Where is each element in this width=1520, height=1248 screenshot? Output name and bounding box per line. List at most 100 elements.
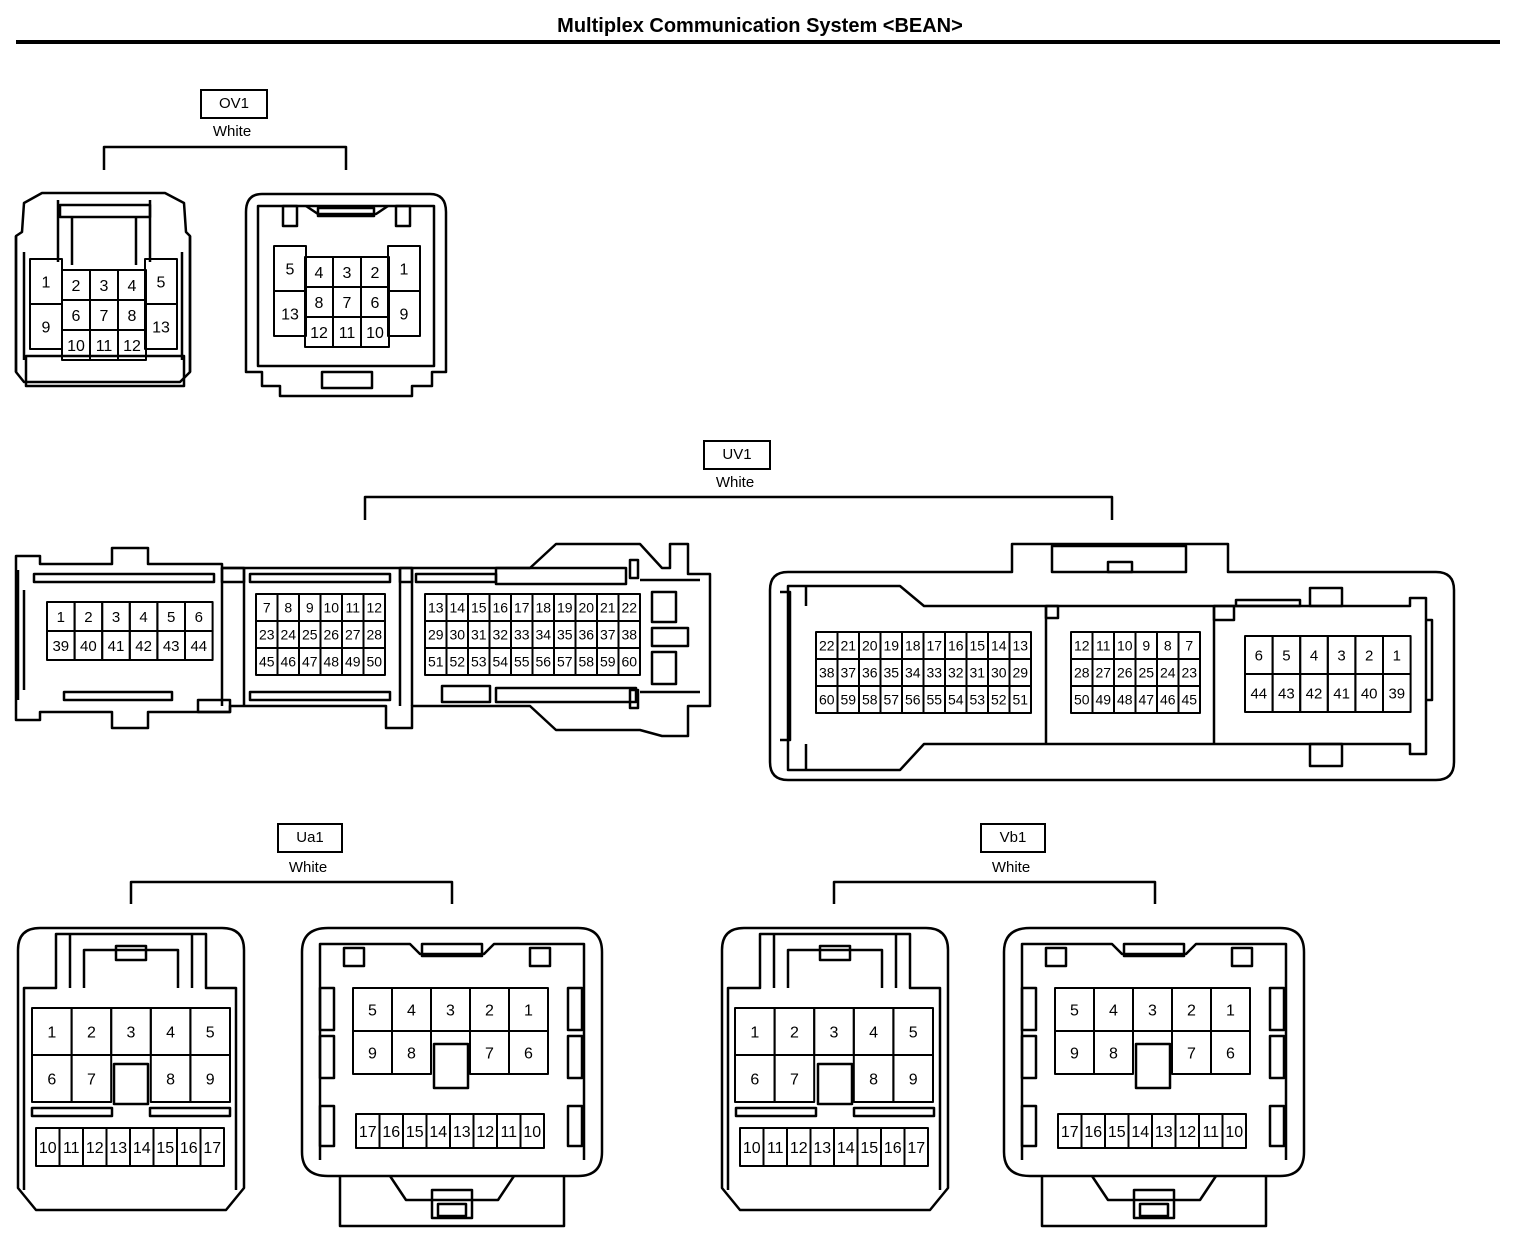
pin-number: 14 — [837, 1140, 855, 1157]
pin-number: 10 — [523, 1124, 541, 1141]
pin-number: 4 — [315, 265, 324, 282]
pin-number: 5 — [206, 1024, 215, 1041]
pin-number: 23 — [259, 627, 275, 643]
pin-number: 2 — [371, 265, 380, 282]
pin-number: 25 — [1138, 665, 1154, 681]
pin-number: 50 — [366, 654, 382, 670]
pin-number: 7 — [790, 1071, 799, 1088]
pin-number: 6 — [750, 1071, 759, 1088]
pin-number: 17 — [514, 600, 530, 616]
pin-number: 37 — [600, 627, 616, 643]
pin-number: 36 — [578, 627, 594, 643]
pin-number: 1 — [1393, 647, 1401, 664]
pin-number: 16 — [492, 600, 508, 616]
pin-number: 22 — [621, 600, 637, 616]
pin-number: 7 — [1185, 638, 1193, 654]
pin-number: 9 — [306, 600, 314, 616]
pin-number: 16 — [1084, 1124, 1102, 1141]
pin-number: 7 — [263, 600, 271, 616]
pin-number: 17 — [926, 638, 942, 654]
pin-number: 9 — [368, 1045, 377, 1062]
pin-number: 16 — [884, 1140, 902, 1157]
pin-number: 4 — [1310, 647, 1318, 664]
pin-number: 7 — [87, 1071, 96, 1088]
pin-number: 12 — [1178, 1124, 1196, 1141]
ua1-color-label: White — [288, 859, 328, 876]
pin-number: 11 — [767, 1140, 784, 1157]
pin-number: 41 — [108, 638, 125, 655]
ua1-right-key — [432, 1042, 470, 1090]
pin-number: 17 — [1061, 1124, 1079, 1141]
pin-cell — [1221, 1113, 1247, 1149]
ov1-left-side-right-pins: 513 — [144, 258, 178, 350]
pin-number: 50 — [1074, 692, 1090, 708]
pin-cell — [184, 630, 214, 661]
pin-number: 6 — [195, 609, 203, 626]
pin-number: 20 — [862, 638, 878, 654]
pin-number: 43 — [163, 638, 180, 655]
pin-number: 12 — [476, 1124, 494, 1141]
pin-number: 44 — [1250, 685, 1267, 702]
pin-number: 10 — [743, 1140, 761, 1157]
vb1-code-label: Vb1 — [980, 823, 1046, 853]
pin-number: 13 — [281, 306, 299, 323]
pin-number: 1 — [57, 609, 65, 626]
pin-number: 12 — [790, 1140, 808, 1157]
pin-number: 7 — [1187, 1045, 1196, 1062]
uv1-bracket — [363, 495, 1114, 520]
pin-number: 39 — [1388, 685, 1405, 702]
pin-number: 9 — [1142, 638, 1150, 654]
pin-number: 4 — [166, 1024, 175, 1041]
pin-number: 3 — [343, 265, 352, 282]
pin-number: 58 — [578, 654, 594, 670]
pin-number: 28 — [1074, 665, 1090, 681]
pin-number: 10 — [366, 325, 384, 342]
pin-number: 27 — [345, 627, 361, 643]
pin-cell — [362, 647, 386, 676]
pin-number: 56 — [535, 654, 551, 670]
pin-cell — [903, 1127, 929, 1167]
pin-number: 8 — [128, 308, 137, 325]
pin-number: 13 — [453, 1124, 471, 1141]
pin-number: 17 — [203, 1140, 221, 1157]
pin-number: 8 — [407, 1045, 416, 1062]
pin-number: 24 — [280, 627, 296, 643]
pin-number: 3 — [830, 1024, 839, 1041]
pin-number: 1 — [524, 1002, 533, 1019]
pin-number: 31 — [969, 665, 985, 681]
pin-number: 7 — [485, 1045, 494, 1062]
pin-number: 2 — [1187, 1002, 1196, 1019]
pin-number: 38 — [621, 627, 637, 643]
pin-number: 8 — [869, 1071, 878, 1088]
pin-number: 16 — [948, 638, 964, 654]
pin-number: 18 — [535, 600, 551, 616]
pin-number: 55 — [926, 692, 942, 708]
pin-number: 1 — [42, 274, 51, 291]
pin-number: 59 — [840, 692, 856, 708]
pin-number: 15 — [406, 1124, 424, 1141]
ua1-bracket — [129, 880, 454, 904]
pin-number: 59 — [600, 654, 616, 670]
pin-number: 47 — [302, 654, 318, 670]
pin-number: 7 — [343, 295, 352, 312]
pin-number: 11 — [339, 325, 356, 342]
pin-number: 29 — [428, 627, 444, 643]
pin-number: 4 — [407, 1002, 416, 1019]
pin-number: 6 — [1226, 1045, 1235, 1062]
pin-number: 42 — [1306, 685, 1323, 702]
pin-number: 21 — [600, 600, 616, 616]
pin-number: 7 — [100, 308, 109, 325]
pin-number: 14 — [449, 600, 465, 616]
pin-number: 14 — [1131, 1124, 1149, 1141]
pin-cell — [70, 1054, 113, 1103]
